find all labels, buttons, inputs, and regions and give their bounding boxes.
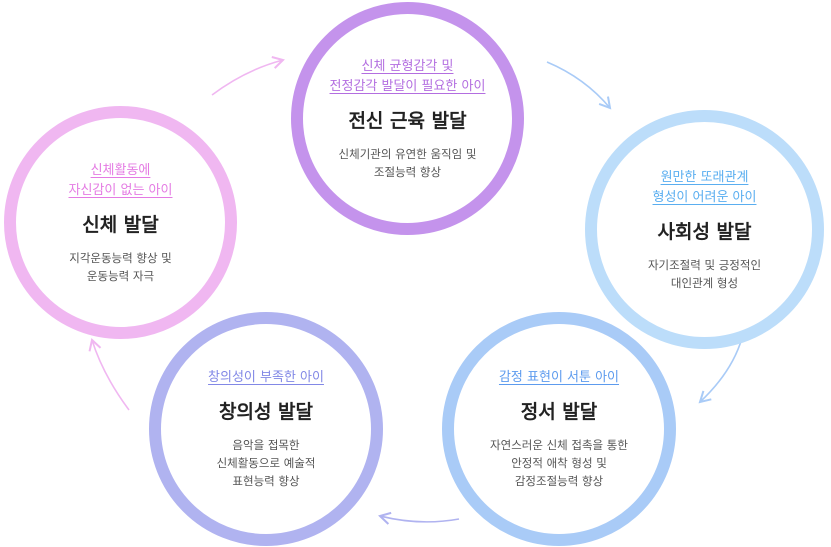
arrow-bottom-right-to-bottom-left [378,511,460,525]
node-title: 창의성 발달 [218,401,313,423]
arrow-top-to-right [546,61,612,110]
node-title: 전신 근육 발달 [348,109,467,132]
node-creativity-development: 창의성이 부족한 아이 창의성 발달 음악을 접목한 신체활동으로 예술적 표현… [149,312,383,546]
node-need-text: 신체 균형감각 및 전정감각 발달이 필요한 아이 [329,58,486,94]
arrow-right-to-bottom-right [698,337,743,404]
node-need-text: 신체활동에 자신감이 없는 아이 [68,162,173,198]
node-title: 신체 발달 [82,213,159,236]
arrow-bottom-left-to-left [88,338,130,411]
node-need-text: 창의성이 부족한 아이 [208,370,324,385]
node-emotional-development: 감정 표현이 서툰 아이 정서 발달 자연스러운 신체 접촉을 통한 안정적 애… [442,312,676,546]
node-need-text: 원만한 또래관계 형성이 어려운 아이 [652,169,757,205]
node-title: 사회성 발달 [657,220,752,243]
node-description: 지각운동능력 향상 및 운동능력 자극 [69,250,172,283]
node-description: 자기조절력 및 긍정적인 대인관계 형성 [647,257,762,290]
node-whole-body-muscle: 신체 균형감각 및 전정감각 발달이 필요한 아이 전신 근육 발달 신체기관의… [291,2,524,235]
node-title: 정서 발달 [520,401,598,423]
node-social-development: 원만한 또래관계 형성이 어려운 아이 사회성 발달 자기조절력 및 긍정적인 … [585,110,824,349]
node-physical-development: 신체활동에 자신감이 없는 아이 신체 발달 지각운동능력 향상 및 운동능력 … [4,106,237,339]
node-need-text: 감정 표현이 서툰 아이 [498,370,620,385]
node-description: 음악을 접목한 신체활동으로 예술적 표현능력 향상 [216,438,316,488]
node-description: 신체기관의 유연한 움직임 및 조절능력 향상 [338,146,477,179]
arrow-left-to-top [211,56,285,96]
node-description: 자연스러운 신체 접촉을 통한 안정적 애착 형성 및 감정조절능력 향상 [490,438,628,488]
